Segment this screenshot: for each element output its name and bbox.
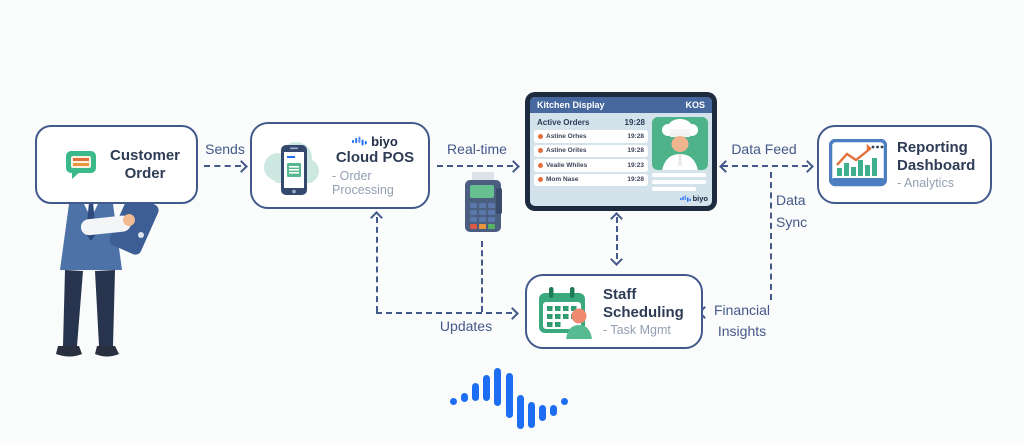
biyo-waveform-icon	[352, 136, 367, 146]
real-time-arrowhead-icon	[507, 160, 520, 173]
sends-arrow-line	[204, 165, 241, 167]
order-time: 19:28	[627, 147, 644, 155]
reporting-dashboard-node: Reporting Dashboard - Analytics	[817, 125, 992, 204]
staff-title: Staff Scheduling	[603, 285, 684, 321]
order-time: 19:28	[627, 132, 644, 140]
data-feed-arrow-line	[722, 165, 808, 167]
wave-bar	[494, 368, 501, 406]
real-time-label: Real-time	[447, 141, 507, 157]
chef-illustration-icon	[662, 119, 698, 170]
biyo-brand-text: biyo	[371, 134, 398, 150]
kds-header-bar: Kitchen Display KOS	[530, 97, 712, 113]
customer-order-node: Customer Order	[35, 125, 198, 204]
updates-label: Updates	[439, 318, 493, 334]
order-time: 19:23	[627, 161, 644, 169]
terminal-sync-line	[481, 241, 483, 312]
wave-bar	[472, 383, 479, 401]
biyo-waveform-logo	[448, 360, 578, 435]
kitchen-display-monitor: Kitchen Display KOS Active Orders 19:28 …	[525, 92, 717, 211]
updates-vertical-line	[376, 217, 378, 312]
order-speech-bubble-icon	[66, 150, 96, 179]
staff-subtitle: - Task Mgmt	[603, 323, 671, 338]
kds-brand-text: biyo	[692, 194, 708, 203]
wave-bar	[539, 405, 546, 421]
order-status-dot-icon	[538, 162, 543, 168]
order-status-dot-icon	[538, 133, 543, 139]
updates-horizontal-line	[376, 312, 512, 314]
biyo-brand-row: biyo	[352, 134, 398, 149]
kds-list-time: 19:28	[624, 118, 645, 127]
order-name: Astine Orites	[546, 147, 587, 155]
kds-biyo-brand: biyo	[652, 194, 708, 203]
wave-bar	[528, 402, 535, 428]
placeholder-line	[652, 187, 696, 191]
order-time: 19:28	[627, 176, 644, 184]
calendar-staff-icon	[539, 286, 592, 339]
kds-list-title: Active Orders	[537, 118, 590, 127]
kds-list-header: Active Orders 19:28	[534, 117, 648, 128]
cloud-pos-subtitle: - Order Processing	[332, 168, 394, 197]
wave-bar	[550, 405, 557, 416]
data-sync-line	[770, 172, 772, 300]
wave-bar	[461, 393, 468, 402]
kds-screen: Kitchen Display KOS Active Orders 19:28 …	[530, 97, 712, 206]
reporting-title: Reporting Dashboard	[897, 138, 976, 174]
kds-order-row: Vealie Whiles 19:23	[534, 159, 648, 172]
cloud-pos-title: Cloud POS	[335, 149, 415, 167]
order-name: Vealie Whiles	[546, 161, 588, 169]
payment-terminal-icon	[465, 172, 502, 232]
wave-bar	[561, 398, 568, 405]
placeholder-line	[652, 180, 706, 184]
financial-insights-label: Financial Insights	[713, 302, 771, 339]
wave-bar	[450, 398, 457, 405]
staff-scheduling-node: Staff Scheduling - Task Mgmt	[525, 274, 703, 349]
order-status-dot-icon	[538, 148, 543, 154]
wave-bar	[517, 395, 524, 429]
kds-staff-arrow-line	[616, 217, 618, 259]
analytics-monitor-icon	[829, 138, 887, 186]
kds-order-row: Mom Nase 19:28	[534, 173, 648, 186]
kds-title: Kitchen Display	[537, 100, 605, 110]
updates-right-arrowhead-icon	[506, 307, 519, 320]
kds-staff-down-arrowhead-icon	[610, 253, 623, 266]
biyo-waveform-icon	[679, 194, 691, 202]
cloud-phone-icon	[264, 141, 319, 195]
kds-order-row: Astine Orites 19:28	[534, 144, 648, 157]
data-feed-left-arrowhead-icon	[719, 160, 732, 173]
chef-photo-card	[652, 117, 708, 170]
cloud-pos-node: biyo Cloud POS - Order Processing	[250, 122, 430, 209]
sends-label: Sends	[205, 141, 245, 157]
placeholder-line	[652, 173, 706, 177]
reporting-subtitle: - Analytics	[897, 176, 954, 191]
real-time-arrow-line	[437, 165, 513, 167]
customer-order-title: Customer Order	[109, 146, 180, 182]
wave-bar	[506, 373, 513, 418]
kds-staff-up-arrowhead-icon	[610, 212, 623, 225]
sends-arrowhead-icon	[235, 160, 248, 173]
data-sync-label: Data Sync	[776, 192, 808, 230]
order-status-dot-icon	[538, 177, 543, 183]
order-name: Astine Orhes	[546, 132, 587, 140]
data-feed-label: Data Feed	[731, 141, 797, 157]
kds-badge: KOS	[685, 100, 705, 110]
kds-order-row: Astine Orhes 19:28	[534, 130, 648, 143]
updates-up-arrowhead-icon	[370, 211, 383, 224]
order-name: Mom Nase	[546, 176, 579, 184]
wave-bar	[483, 375, 490, 401]
data-feed-right-arrowhead-icon	[801, 160, 814, 173]
